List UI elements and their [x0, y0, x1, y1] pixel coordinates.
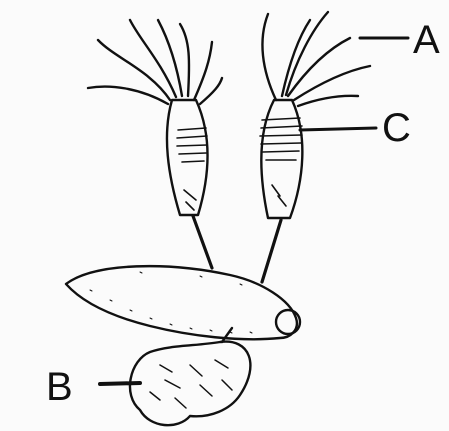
lower-bud	[130, 342, 250, 426]
body-stippling	[90, 272, 252, 333]
label-c-pointer	[300, 128, 376, 130]
right-stalk	[262, 220, 281, 282]
bud-stalk	[222, 328, 232, 342]
right-polyp-tentacles	[262, 12, 370, 106]
left-polyp-body	[167, 100, 208, 215]
label-c: C	[382, 108, 411, 148]
label-b-pointer	[100, 383, 140, 384]
left-stalk	[193, 216, 212, 268]
label-a: A	[413, 20, 440, 60]
right-polyp-bands	[260, 118, 302, 206]
bud-texture	[150, 360, 232, 408]
label-b: B	[46, 367, 73, 407]
left-polyp-tentacles	[88, 20, 222, 104]
